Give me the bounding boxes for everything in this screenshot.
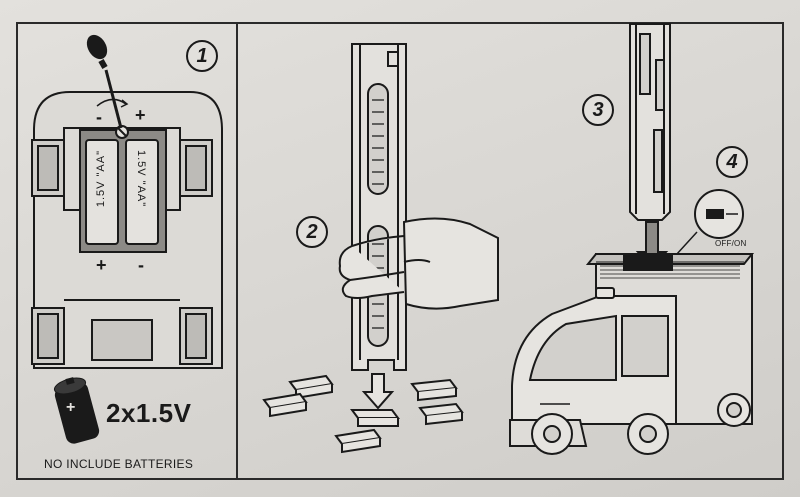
minus-sign-bottom: -	[138, 255, 144, 275]
hand-icon	[338, 217, 499, 310]
tower-inserted	[629, 23, 671, 270]
battery-cell-left-label: 1.5V "AA"	[95, 150, 107, 208]
svg-text:+: +	[66, 399, 75, 416]
battery-note: NO INCLUDE BATTERIES	[44, 457, 194, 471]
switch-icon	[675, 189, 744, 256]
switch-label: OFF/ON	[715, 239, 747, 248]
panel-divider	[236, 22, 238, 480]
fire-truck	[509, 253, 755, 455]
minus-sign-top: -	[96, 107, 102, 127]
screwdriver-icon	[86, 34, 129, 129]
battery-icon: +	[53, 377, 100, 444]
step-number-1: 1	[186, 40, 218, 72]
plus-sign-bottom: +	[96, 255, 107, 275]
car-underside	[31, 91, 223, 369]
battery-quantity: 2x1.5V	[106, 398, 192, 428]
step-number-4: 4	[716, 146, 748, 178]
battery-cell-right-label: 1.5V "AA"	[135, 150, 147, 208]
plus-sign-top: +	[135, 105, 146, 125]
arrow-down-icon	[361, 373, 395, 410]
step-number-3: 3	[582, 94, 614, 126]
ladder-blocks	[262, 374, 464, 454]
ladder-tower	[351, 43, 407, 371]
step-number-2: 2	[296, 216, 328, 248]
instruction-frame	[16, 22, 784, 480]
